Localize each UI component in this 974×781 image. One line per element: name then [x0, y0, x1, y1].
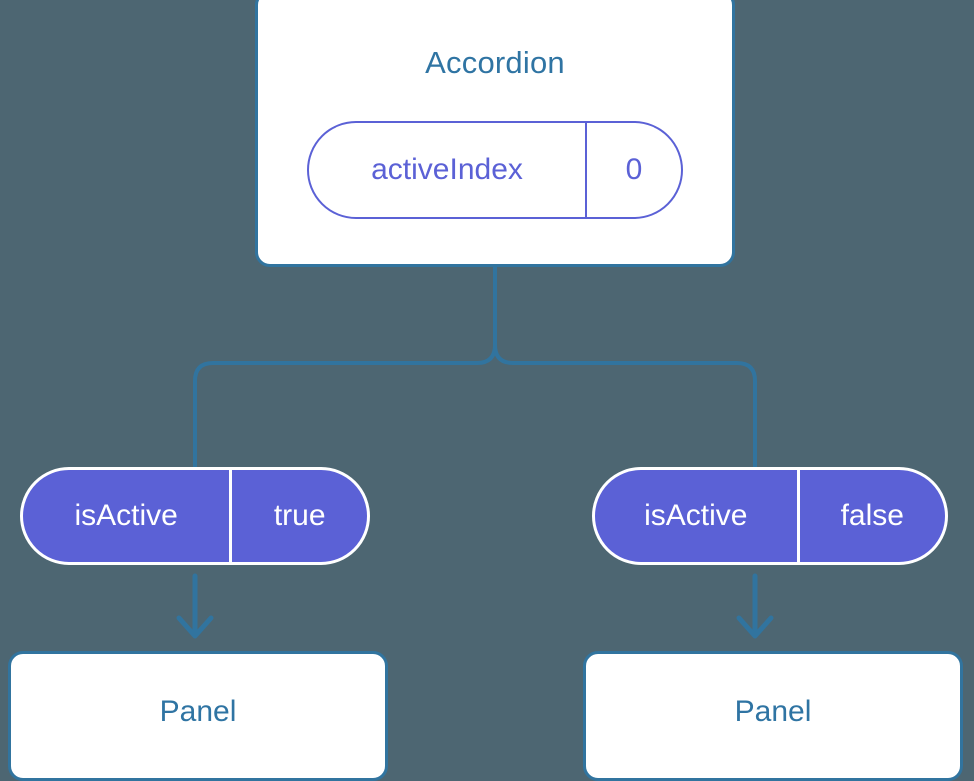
panel-component-label-right: Panel	[734, 695, 812, 728]
arrow-down-left	[176, 573, 214, 639]
state-pill-key: activeIndex	[309, 123, 588, 217]
arrow-down-right	[736, 573, 774, 639]
panel-component-box-left[interactable]: Panel	[8, 651, 388, 781]
state-pill-active-index[interactable]: activeIndex 0	[307, 121, 683, 219]
panel-component-label-left: Panel	[159, 695, 237, 728]
prop-pill-key: isActive	[595, 470, 800, 562]
prop-pill-is-active-true[interactable]: isActive true	[20, 467, 370, 565]
prop-pill-value: false	[840, 499, 904, 532]
prop-pill-key: isActive	[23, 470, 233, 562]
prop-pill-is-active-false[interactable]: isActive false	[592, 467, 948, 565]
accordion-component-label: Accordion	[425, 45, 565, 80]
state-pill-value: 0	[625, 153, 643, 186]
prop-pill-value: true	[273, 499, 326, 532]
connector-tree-path-right	[493, 265, 757, 469]
panel-component-box-right[interactable]: Panel	[583, 651, 963, 781]
connector-tree-path	[193, 265, 497, 469]
